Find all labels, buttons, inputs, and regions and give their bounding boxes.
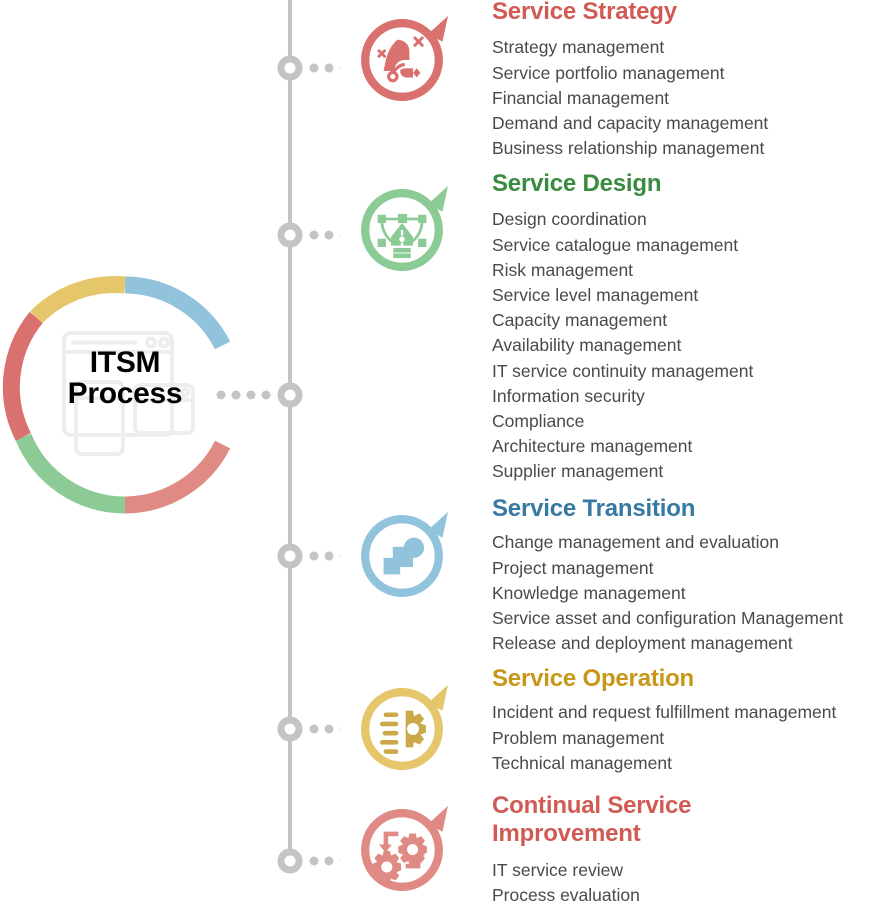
timeline-node-operation [277, 716, 303, 742]
badge-ring [361, 19, 443, 101]
shapes-transition-icon [383, 537, 425, 575]
donut-segment-design [15, 433, 126, 514]
timeline-node-transition [277, 543, 303, 569]
list-item: Service portfolio management [492, 62, 725, 83]
section-service-transition: Service Transition Change management and… [492, 495, 889, 656]
list-item: Design coordination [492, 209, 647, 230]
list-item: Demand and capacity management [492, 112, 769, 133]
list-item: Change management and evaluation [492, 532, 780, 553]
badge-service-operation[interactable] [356, 683, 448, 775]
list-item: Capacity management [492, 310, 668, 331]
list-item: Availability management [492, 335, 682, 356]
list-item: Service asset and configuration Manageme… [492, 607, 844, 628]
list-item: Compliance [492, 410, 585, 431]
badge-continual-service-improvement[interactable] [356, 804, 448, 896]
donut-segment-strategy [2, 311, 43, 441]
badge-ring [361, 688, 443, 770]
list-item: Technical management [492, 752, 672, 773]
list-item: IT service continuity management [492, 360, 754, 381]
list-item: Risk management [492, 259, 634, 280]
section-continual-service-improvement: Continual Service Improvement IT service… [492, 792, 742, 904]
section-title-service-strategy: Service Strategy [492, 0, 677, 25]
section-title-continual-service-improvement: Continual Service Improvement [492, 792, 692, 848]
list-item: Incident and request fulfillment managem… [492, 702, 837, 723]
section-service-operation: Service Operation Incident and request f… [492, 665, 889, 776]
section-service-strategy: Service Strategy Strategy management Ser… [492, 0, 889, 161]
timeline-node-center [277, 382, 303, 408]
list-item: Knowledge management [492, 582, 686, 603]
list-item: Release and deployment management [492, 633, 793, 654]
itsm-donut-chart: ITSM Process [0, 250, 250, 540]
chess-knight-icon [377, 36, 424, 83]
list-item: Strategy management [492, 37, 665, 58]
list-item: Process evaluation [492, 884, 640, 904]
badge-ring [361, 809, 443, 891]
list-item: Business relationship management [492, 138, 765, 159]
donut-svg [2, 276, 231, 514]
item-list-service-operation: Incident and request fulfillment managem… [492, 700, 889, 776]
donut-segment-operation [30, 276, 126, 324]
section-title-service-transition: Service Transition [492, 495, 696, 522]
badge-ring [361, 189, 443, 271]
list-item: Project management [492, 557, 654, 578]
list-item: Financial management [492, 87, 670, 108]
list-item: Service catalogue management [492, 234, 739, 255]
list-item: Architecture management [492, 436, 693, 457]
item-list-continual-service-improvement: IT service review Process evaluation [492, 858, 742, 904]
donut-segment-transition [124, 276, 231, 350]
timeline-node-strategy [277, 55, 303, 81]
item-list-service-design: Design coordination Service catalogue ma… [492, 207, 889, 484]
section-title-service-operation: Service Operation [492, 665, 695, 692]
donut-segment-csi [124, 440, 231, 514]
badge-service-transition[interactable] [356, 510, 448, 602]
gears-cycle-icon [372, 831, 427, 884]
list-item: IT service review [492, 859, 623, 880]
list-item: Problem management [492, 727, 665, 748]
pen-tool-icon [377, 213, 427, 259]
badge-service-design[interactable] [356, 184, 448, 276]
timeline-dots [216, 63, 340, 866]
timeline-connector [216, 0, 340, 874]
section-title-service-design: Service Design [492, 170, 662, 197]
center-label-line1: ITSM [89, 346, 161, 379]
item-list-service-transition: Change management and evaluation Project… [492, 530, 889, 656]
center-label: ITSM Process [0, 346, 250, 410]
badge-service-strategy[interactable] [356, 14, 448, 106]
section-service-design: Service Design Design coordination Servi… [492, 170, 889, 485]
timeline-node-csi [277, 848, 303, 874]
item-list-service-strategy: Strategy management Service portfolio ma… [492, 35, 889, 161]
gear-settings-icon [379, 710, 426, 754]
center-label-line2: Process [67, 376, 183, 410]
badge-ring [361, 515, 443, 597]
list-item: Supplier management [492, 461, 664, 482]
timeline-node-design [277, 222, 303, 248]
browser-windows-icon [62, 331, 195, 456]
list-item: Service level management [492, 284, 699, 305]
list-item: Information security [492, 385, 645, 406]
